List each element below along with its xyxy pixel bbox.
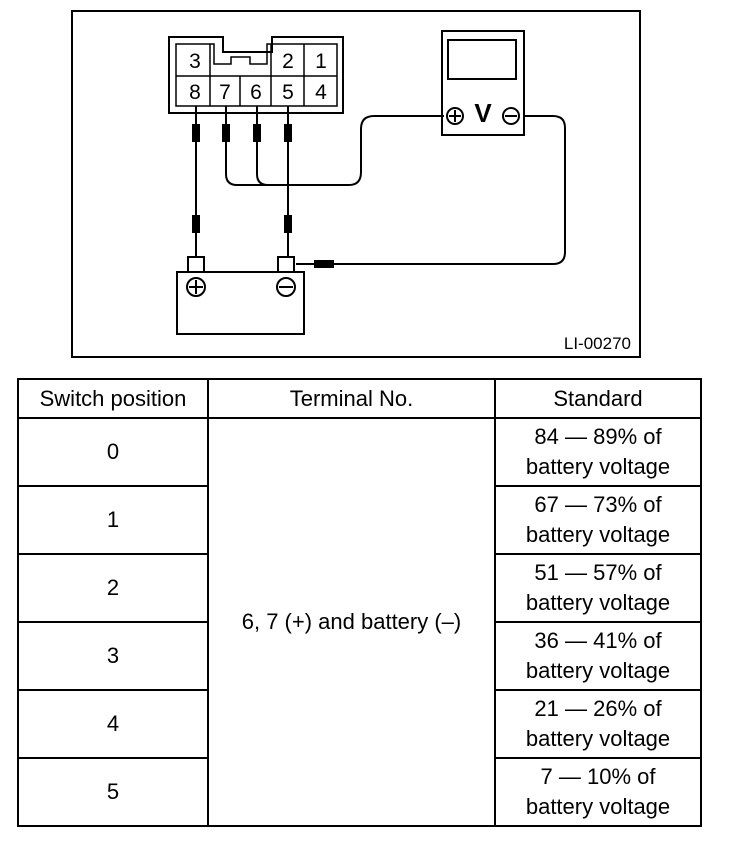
voltmeter-positive-terminal-icon: [446, 107, 464, 125]
standard-cell: 36 — 41% of battery voltage: [494, 621, 702, 691]
standard-unit: battery voltage: [525, 522, 671, 547]
standard-unit: battery voltage: [525, 726, 671, 751]
terminal-label-8: 8: [189, 81, 201, 104]
standard-cell: 7 — 10% of battery voltage: [494, 757, 702, 827]
standard-value: 84 — 89% of: [534, 424, 662, 449]
voltmeter-display: [447, 39, 517, 80]
table-row: 2 51 — 57% of battery voltage: [17, 553, 702, 623]
standard-value: 36 — 41% of: [534, 628, 662, 653]
table-row: 5 7 — 10% of battery voltage: [17, 757, 702, 827]
probe-connectors: [192, 124, 334, 268]
specification-table: Switch position Terminal No. Standard 0 …: [17, 378, 702, 827]
voltmeter: [441, 30, 525, 136]
header-standard: Standard: [494, 378, 702, 419]
switch-position-cell: 3: [17, 621, 209, 691]
battery: [176, 256, 305, 335]
voltmeter-body: [441, 30, 525, 136]
standard-value: 67 — 73% of: [534, 492, 662, 517]
terminal-label-2: 2: [282, 50, 294, 73]
standard-unit: battery voltage: [525, 658, 671, 683]
battery-negative-post: [277, 256, 295, 273]
header-switch-position: Switch position: [17, 378, 209, 419]
standard-unit: battery voltage: [525, 590, 671, 615]
terminal-label-5: 5: [282, 81, 294, 104]
table-header-row: Switch position Terminal No. Standard: [17, 378, 702, 419]
battery-negative-terminal-icon: [276, 277, 296, 297]
table-row: 0 6, 7 (+) and battery (–) 84 — 89% of b…: [17, 417, 702, 827]
wiring-diagram: 3 2 1 8 7 6 5 4 V LI-00270: [71, 10, 641, 358]
header-terminal-no: Terminal No.: [207, 378, 496, 419]
switch-position-cell: 2: [17, 553, 209, 623]
switch-position-cell: 5: [17, 757, 209, 827]
switch-position-cell: 1: [17, 485, 209, 555]
diagram-frame: [71, 10, 641, 358]
figure-code: LI-00270: [564, 334, 631, 353]
terminal-label-3: 3: [189, 50, 201, 73]
voltmeter-negative-terminal-icon: [502, 107, 520, 125]
terminal-label-1: 1: [315, 50, 327, 73]
standard-cell: 21 — 26% of battery voltage: [494, 689, 702, 759]
terminal-no-cell: 6, 7 (+) and battery (–): [207, 417, 496, 827]
standard-value: 51 — 57% of: [534, 560, 662, 585]
battery-positive-post: [187, 256, 205, 273]
switch-position-cell: 4: [17, 689, 209, 759]
table-row: 4 21 — 26% of battery voltage: [17, 689, 702, 759]
standard-cell: 67 — 73% of battery voltage: [494, 485, 702, 555]
switch-position-cell: 0: [17, 417, 209, 487]
connector-inner-outline: [175, 43, 338, 107]
standard-cell: 51 — 57% of battery voltage: [494, 553, 702, 623]
battery-positive-terminal-icon: [186, 277, 206, 297]
standard-unit: battery voltage: [525, 794, 671, 819]
standard-value: 21 — 26% of: [534, 696, 662, 721]
terminal-label-6: 6: [250, 81, 262, 104]
wire-6: [256, 106, 269, 186]
standard-cell: 84 — 89% of battery voltage: [494, 417, 702, 487]
voltmeter-label: V: [474, 98, 492, 128]
wire-7: [225, 106, 444, 186]
standard-value: 7 — 10% of: [540, 764, 656, 789]
battery-body: [176, 271, 305, 335]
terminal-label-4: 4: [315, 81, 327, 104]
terminal-label-7: 7: [219, 81, 231, 104]
table-row: 1 67 — 73% of battery voltage: [17, 485, 702, 555]
table-row: 3 36 — 41% of battery voltage: [17, 621, 702, 691]
standard-unit: battery voltage: [525, 454, 671, 479]
wire-voltmeter-negative: [296, 115, 566, 265]
